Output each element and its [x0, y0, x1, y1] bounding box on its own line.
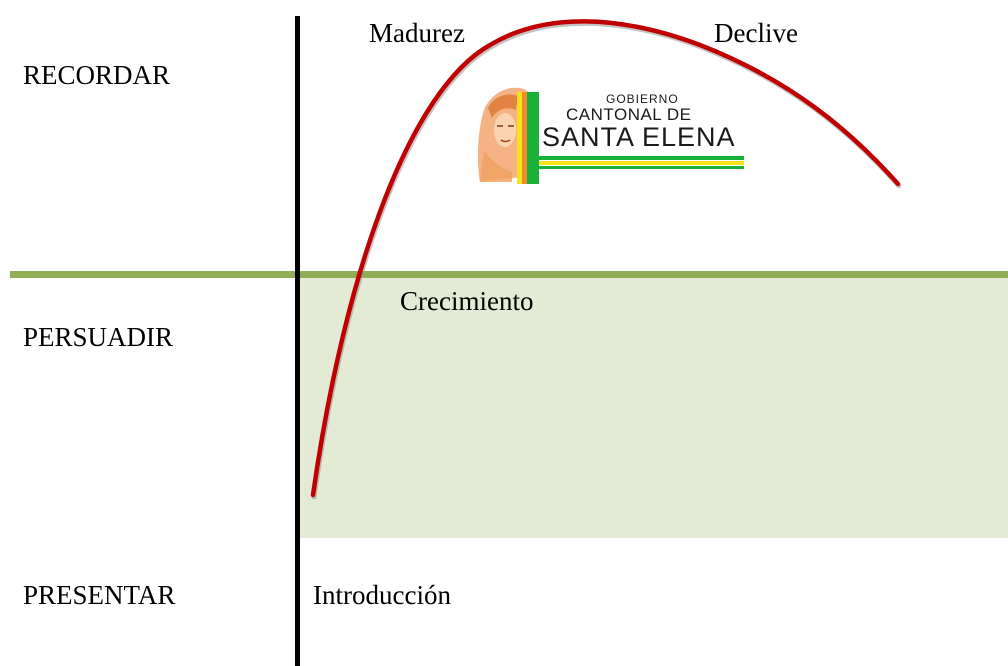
- stage-label-declive: Declive: [714, 18, 798, 48]
- band-divider-line: [10, 271, 1008, 278]
- logo-line-cantonal: CANTONAL DE: [566, 104, 692, 124]
- logo-line-santa-elena: SANTA ELENA: [542, 121, 736, 152]
- life-cycle-curve-line: [310, 19, 901, 498]
- level-label-presentar: PRESENTAR: [23, 580, 176, 610]
- stage-label-crecimiento: Crecimiento: [400, 286, 534, 316]
- stage-label-introduccion: Introducción: [313, 580, 451, 610]
- vertical-axis: [295, 16, 300, 666]
- persuadir-band: [297, 276, 1008, 538]
- logo-text: GOBIERNO CANTONAL DE SANTA ELENA: [542, 93, 752, 151]
- level-label-recordar: RECORDAR: [23, 60, 171, 90]
- level-label-persuadir: PERSUADIR: [23, 322, 174, 352]
- santa-elena-logo-icon: [477, 87, 744, 184]
- stage-label-madurez: Madurez: [369, 18, 465, 48]
- logo-line-gobierno: GOBIERNO: [606, 92, 679, 106]
